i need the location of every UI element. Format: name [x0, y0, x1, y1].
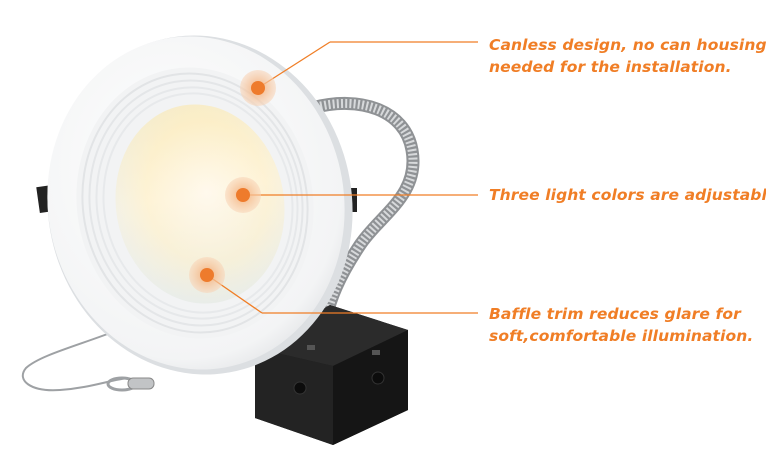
callout-baffle-trim: Baffle trim reduces glare for soft,comfo… [489, 303, 753, 347]
callout-light-colors: Three light colors are adjustable [489, 184, 766, 206]
safety-cable [21, 329, 155, 392]
callout-line: needed for the installation. [489, 58, 732, 76]
callout-marker-1 [240, 70, 276, 106]
callout-line: Three light colors are adjustable [489, 186, 766, 204]
callout-line: Baffle trim reduces glare for [489, 305, 741, 323]
flexible-conduit [305, 96, 420, 325]
callout-line: soft,comfortable illumination. [489, 327, 754, 345]
callout-marker-2 [225, 177, 261, 213]
light-lens [115, 104, 285, 304]
callout-marker-3 [189, 257, 225, 293]
callout-line: Canless design, no can housing [489, 36, 766, 54]
callout-canless-design: Canless design, no can housing needed fo… [489, 34, 766, 78]
